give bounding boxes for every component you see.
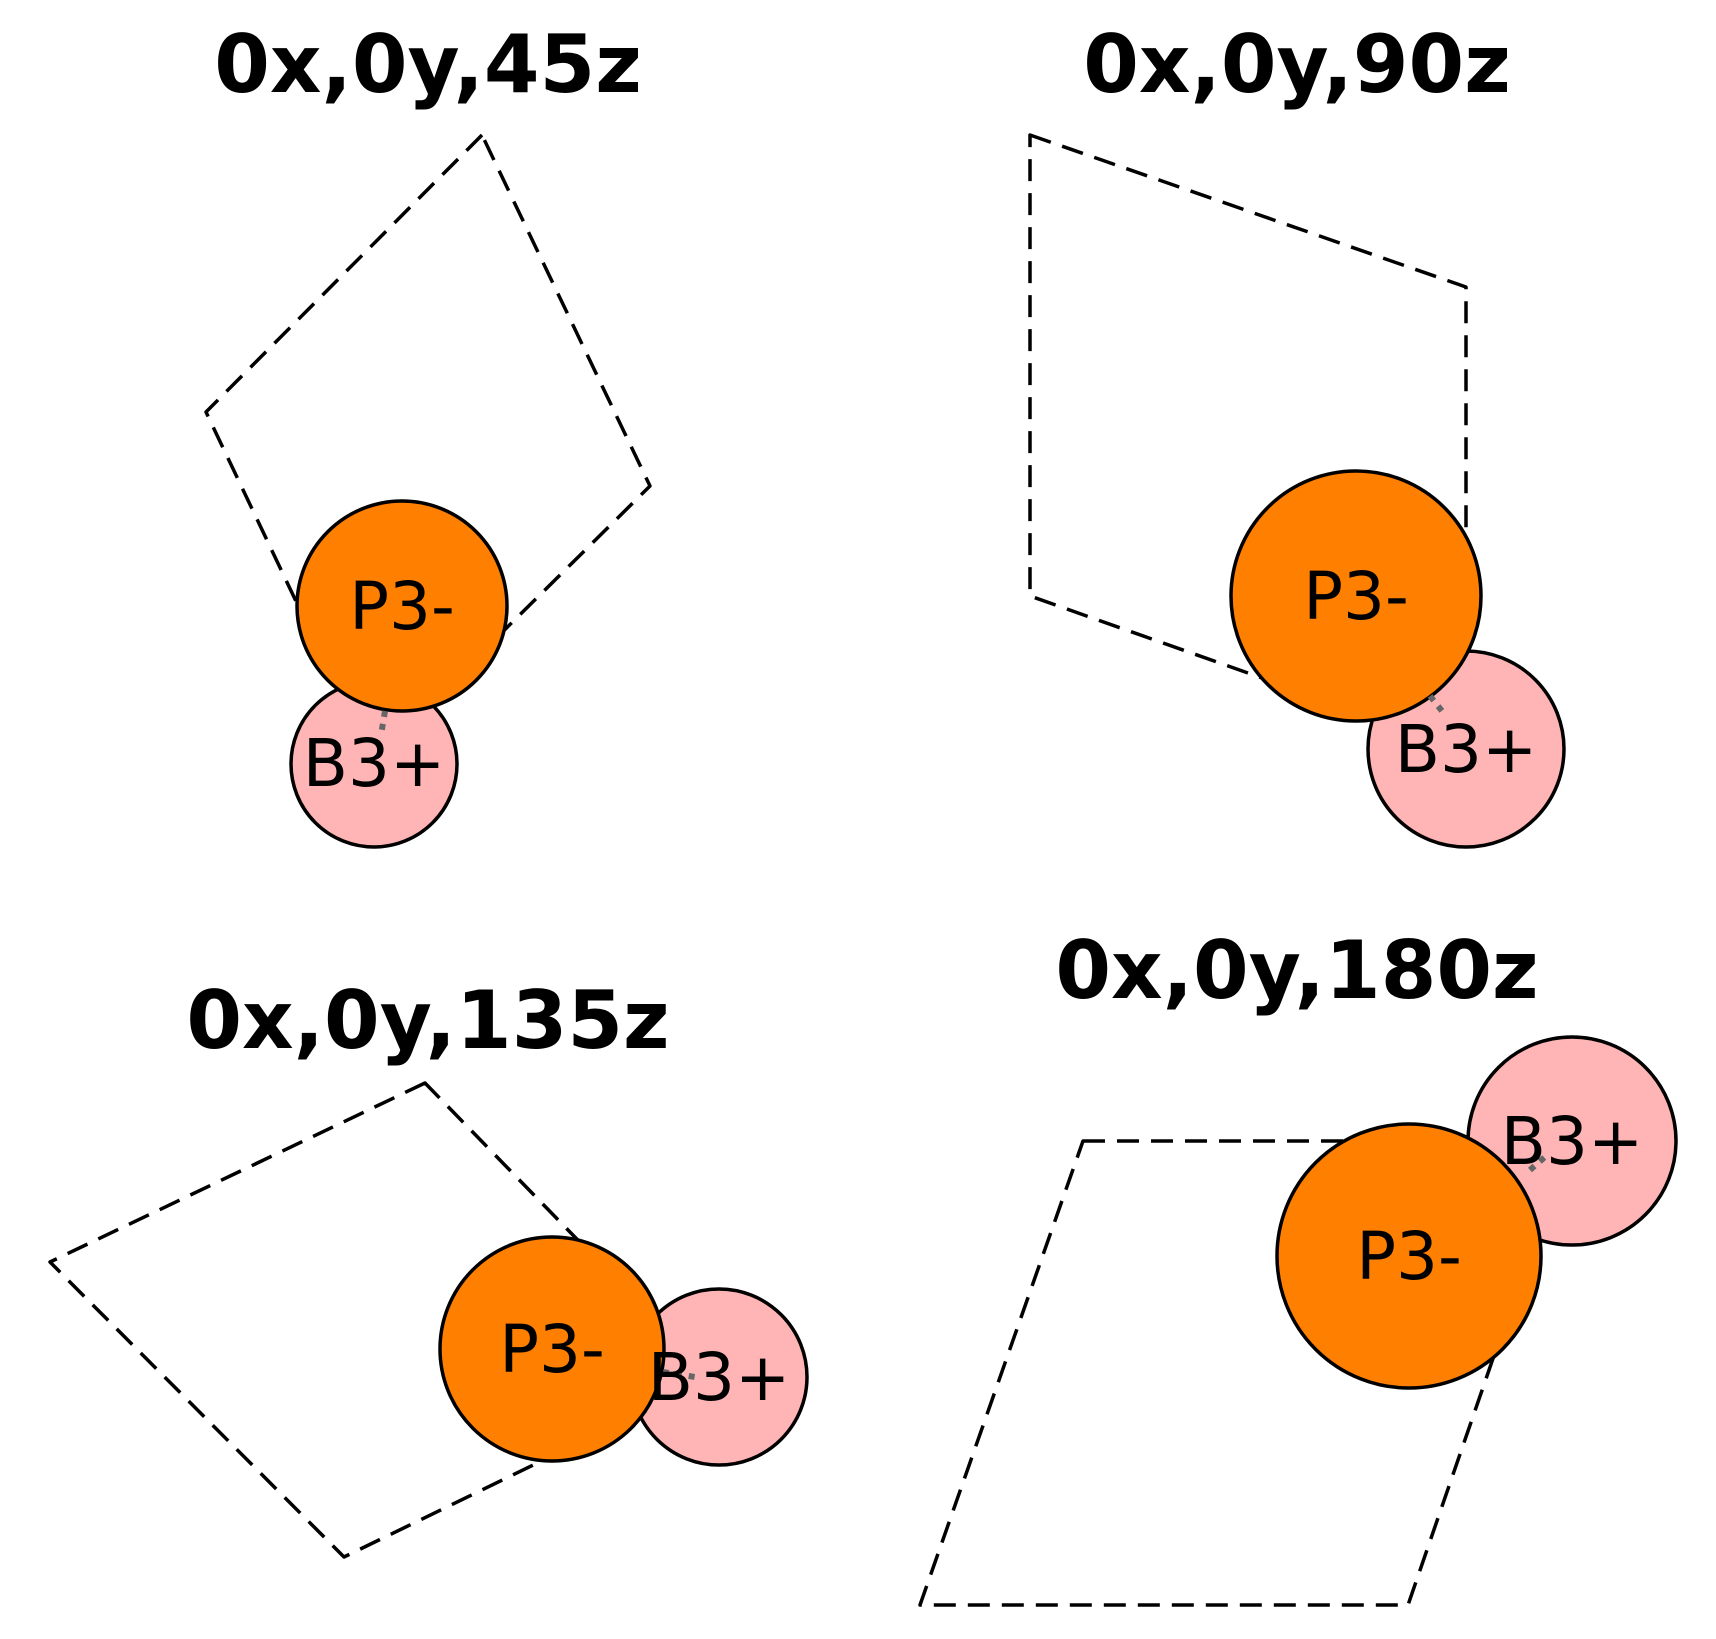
atom-label-anion: P3- xyxy=(1303,558,1409,635)
panel-title: 0x,0y,180z xyxy=(1055,924,1538,1017)
unit-cell-outline xyxy=(204,133,652,763)
atom-label-cation: B3+ xyxy=(648,1339,791,1416)
atom-anion xyxy=(438,1235,666,1463)
panel-title: 0x,0y,135z xyxy=(186,974,669,1067)
panel-rot-180: 0x,0y,180z P3- B3+ xyxy=(918,924,1678,1607)
atom-label-anion: P3- xyxy=(499,1311,605,1388)
atom-label-anion: P3- xyxy=(1356,1218,1462,1295)
panel-title: 0x,0y,45z xyxy=(214,18,642,111)
panel-title: 0x,0y,90z xyxy=(1083,18,1511,111)
atom-anion xyxy=(1229,469,1483,723)
atom-anion xyxy=(1275,1122,1543,1390)
panel-rot-45: 0x,0y,45z P3- B3+ xyxy=(204,18,652,849)
atom-anion xyxy=(295,499,509,713)
panel-rot-135: 0x,0y,135z P3- B3+ xyxy=(48,974,809,1559)
atom-label-cation: B3+ xyxy=(1395,711,1538,788)
atom-label-cation: B3+ xyxy=(1501,1103,1644,1180)
panel-rot-90: 0x,0y,90z P3- B3+ xyxy=(1028,18,1566,849)
bond-line xyxy=(662,1369,696,1380)
bond-line xyxy=(1427,694,1449,718)
bond-line xyxy=(378,710,388,736)
atom-label-cation: B3+ xyxy=(303,725,446,802)
bond-line xyxy=(1528,1153,1548,1173)
atom-label-anion: P3- xyxy=(349,568,455,645)
